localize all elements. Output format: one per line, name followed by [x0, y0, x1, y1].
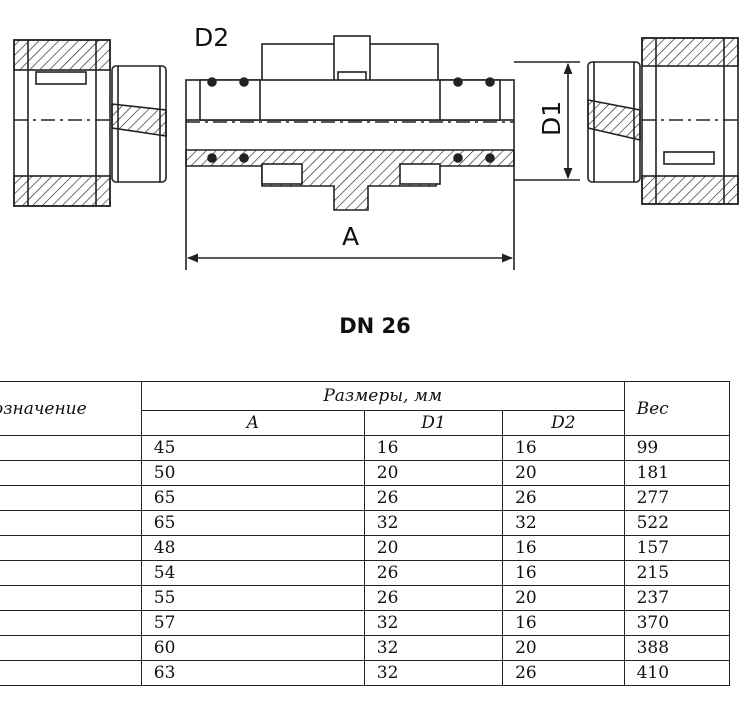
- header-weight: Вес: [623, 381, 731, 436]
- center-body: [185, 35, 515, 270]
- cell-designation: [0, 435, 142, 461]
- cell-a: 65: [140, 510, 365, 536]
- cell-d1: 32: [363, 610, 504, 636]
- cell-weight: 181: [623, 460, 731, 486]
- cell-weight: 370: [623, 610, 731, 636]
- cell-d2: 20: [502, 635, 625, 661]
- cell-a: 45: [140, 435, 365, 461]
- cell-a: 48: [140, 535, 365, 561]
- cell-d2: 20: [502, 460, 625, 486]
- cell-a: 54: [140, 560, 365, 586]
- cell-weight: 215: [623, 560, 731, 586]
- label-d2: D2: [194, 23, 229, 52]
- cell-d2: 16: [502, 560, 625, 586]
- left-nut: [13, 39, 111, 207]
- cell-a: 60: [140, 635, 365, 661]
- cell-designation: [0, 585, 142, 611]
- cell-d2: 26: [502, 485, 625, 511]
- label-a: A: [342, 222, 359, 251]
- cell-a: 55: [140, 585, 365, 611]
- cell-d1: 20: [363, 460, 504, 486]
- cell-a: 50: [140, 460, 365, 486]
- cell-weight: 522: [623, 510, 731, 536]
- cell-d2: 16: [502, 435, 625, 461]
- cell-d1: 32: [363, 635, 504, 661]
- right-ferrule: [587, 61, 641, 183]
- cell-d2: 20: [502, 585, 625, 611]
- cell-d1: 16: [363, 435, 504, 461]
- cell-d1: 32: [363, 660, 504, 686]
- header-a: A: [140, 410, 365, 436]
- cell-d2: 16: [502, 535, 625, 561]
- cell-weight: 388: [623, 635, 731, 661]
- cell-designation: [0, 560, 142, 586]
- left-ferrule: [111, 65, 167, 183]
- cell-d2: 16: [502, 610, 625, 636]
- cell-weight: 157: [623, 535, 731, 561]
- fitting-technical-drawing: D2 D1 A: [13, 23, 739, 270]
- cell-designation: [0, 635, 142, 661]
- cell-weight: 410: [623, 660, 731, 686]
- cell-designation: [0, 660, 142, 686]
- cell-d2: 26: [502, 660, 625, 686]
- cell-a: 65: [140, 485, 365, 511]
- section-title: DN 26: [339, 314, 411, 338]
- cell-designation: [0, 535, 142, 561]
- cell-d1: 32: [363, 510, 504, 536]
- cell-designation: [0, 610, 142, 636]
- cell-a: 57: [140, 610, 365, 636]
- cell-weight: 277: [623, 485, 731, 511]
- cell-designation: [0, 460, 142, 486]
- cell-d1: 26: [363, 585, 504, 611]
- right-nut: [641, 37, 739, 205]
- cell-d1: 26: [363, 485, 504, 511]
- cell-a: 63: [140, 660, 365, 686]
- cell-d2: 32: [502, 510, 625, 536]
- dimension-d1: [514, 61, 580, 181]
- cell-d1: 20: [363, 535, 504, 561]
- header-d1: D1: [363, 410, 504, 436]
- label-d1: D1: [537, 101, 566, 136]
- cell-weight: 237: [623, 585, 731, 611]
- header-dimensions: Размеры, мм: [140, 381, 625, 411]
- header-d2: D2: [502, 410, 625, 436]
- cell-weight: 99: [623, 435, 731, 461]
- cell-designation: [0, 510, 142, 536]
- cell-d1: 26: [363, 560, 504, 586]
- cell-designation: [0, 485, 142, 511]
- header-designation: означение: [0, 381, 142, 436]
